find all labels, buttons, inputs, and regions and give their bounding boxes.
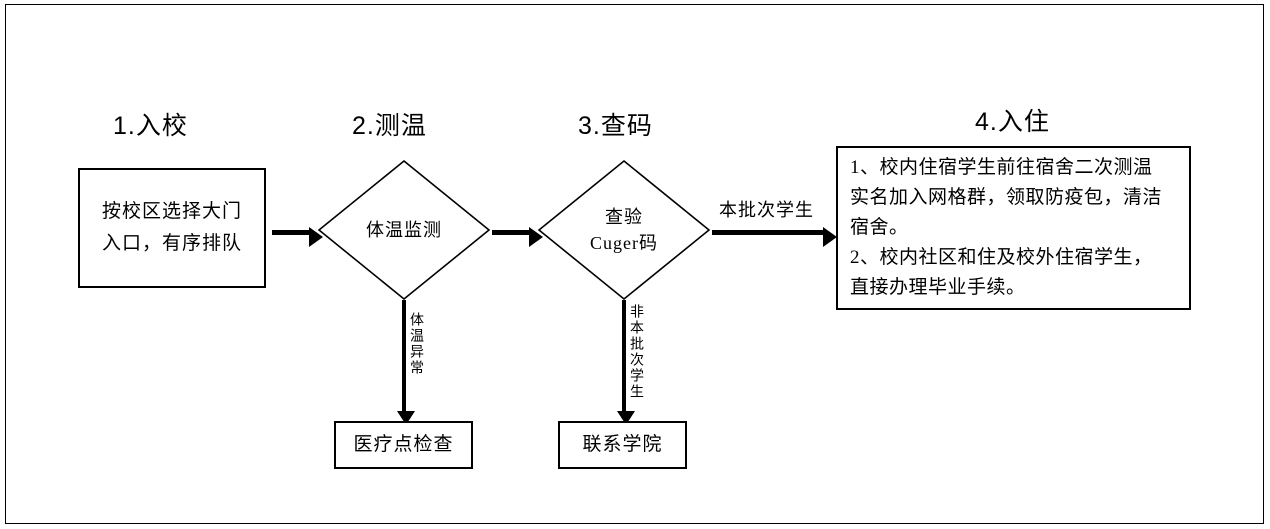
node-college-box[interactable]: 联系学院 (558, 421, 687, 469)
node-code-diamond-label: 查验 Cuger码 (590, 207, 658, 253)
diamond-shape-code (537, 159, 711, 301)
diagram-outer-frame (5, 4, 1264, 524)
node-medical-box-label: 医疗点检查 (353, 434, 454, 455)
diamond-shape-temperature (317, 159, 491, 301)
node-entry-box-label: 按校区选择大门 入口，有序排队 (101, 201, 242, 254)
arrow-temperature-to-medical (397, 300, 415, 425)
node-medical-box[interactable]: 医疗点检查 (334, 421, 473, 469)
step-heading-3: 3.查码 (578, 112, 653, 140)
edge-label-code-to-checkin: 本批次学生 (719, 200, 814, 220)
arrow-entry-to-temperature (272, 227, 323, 247)
arrow-code-to-checkin (712, 227, 837, 247)
node-checkin-box-label: 1、校内住宿学生前往宿舍二次测温 实名加入网格群，领取防疫包，清洁 宿舍。 2、… (850, 157, 1163, 298)
node-checkin-box[interactable]: 1、校内住宿学生前往宿舍二次测温 实名加入网格群，领取防疫包，清洁 宿舍。 2、… (836, 146, 1191, 310)
step-heading-4: 4.入住 (975, 108, 1050, 136)
node-temperature-diamond-label: 体温监测 (366, 220, 442, 240)
step-heading-2: 2.测温 (352, 112, 427, 140)
node-entry-box[interactable]: 按校区选择大门 入口，有序排队 (78, 168, 266, 288)
arrow-code-to-college (617, 300, 635, 425)
node-temperature-diamond[interactable]: 体温监测 (317, 159, 491, 301)
edge-label-temperature-to-medical: 体温异常 (408, 312, 423, 376)
node-code-diamond[interactable]: 查验 Cuger码 (537, 159, 711, 301)
step-heading-1: 1.入校 (113, 112, 188, 140)
arrow-temperature-to-code (492, 227, 543, 247)
node-college-box-label: 联系学院 (582, 434, 663, 455)
edge-label-code-to-college: 非本批次学生 (628, 304, 643, 400)
